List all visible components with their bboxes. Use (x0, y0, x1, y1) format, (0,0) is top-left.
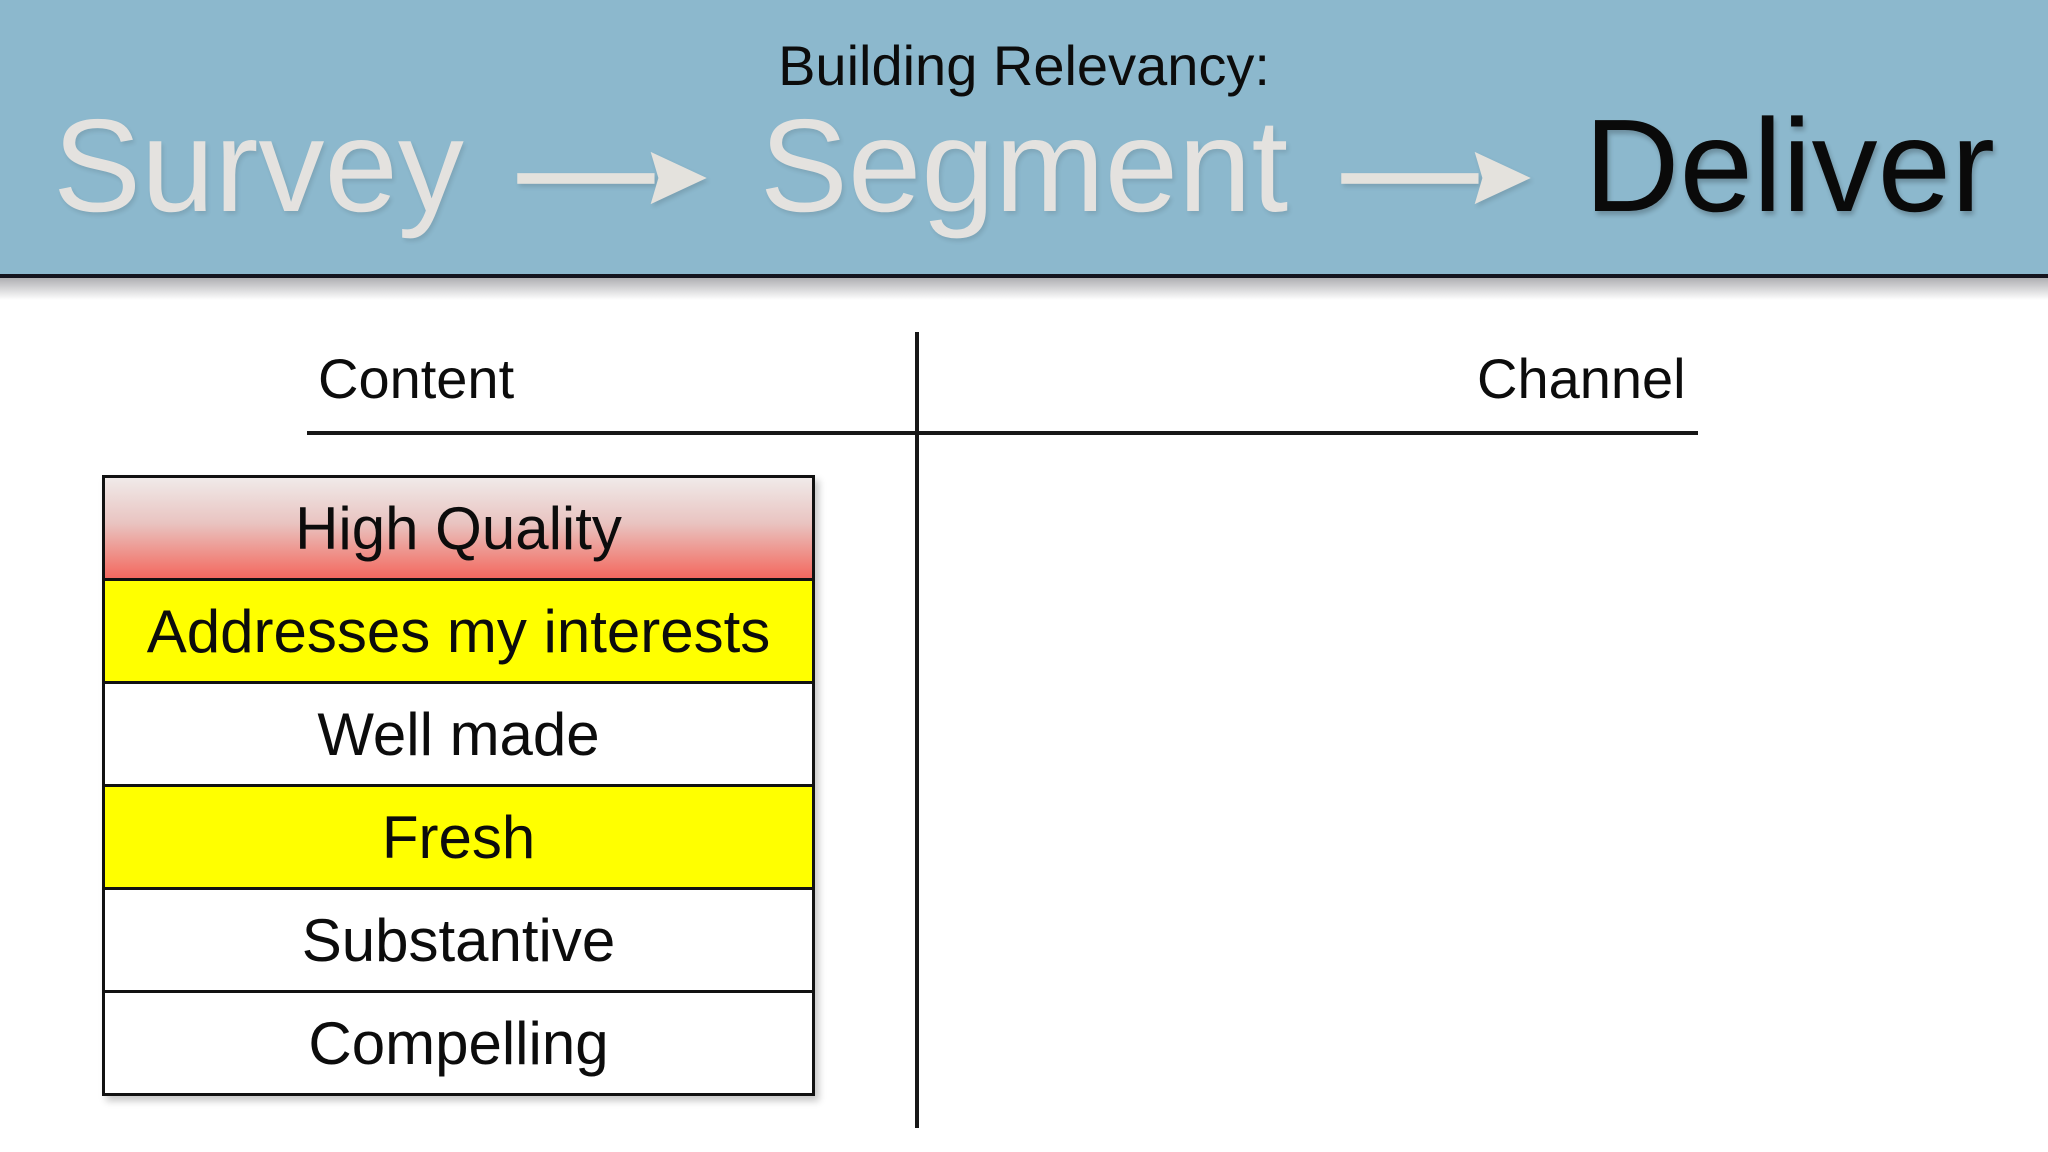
process-flow: Survey Segment Deliver (0, 82, 2048, 250)
column-underline (307, 431, 1698, 435)
process-step-deliver: Deliver (1584, 92, 1995, 240)
table-row: Fresh (105, 787, 812, 890)
table-row: Compelling (105, 993, 812, 1093)
column-header-channel: Channel (1477, 347, 1686, 410)
row-label: Well made (317, 700, 600, 768)
content-table: High Quality Addresses my interests Well… (102, 475, 815, 1096)
row-label: Substantive (301, 906, 616, 974)
column-divider (915, 332, 919, 1128)
table-row: Substantive (105, 890, 812, 993)
column-header-content: Content (318, 347, 515, 410)
row-label: Compelling (308, 1009, 609, 1077)
row-label: High Quality (295, 494, 622, 562)
arrow-right-icon (517, 151, 707, 205)
arrow-right-icon (1341, 151, 1531, 205)
process-step-segment: Segment (759, 92, 1289, 240)
table-row: Addresses my interests (105, 581, 812, 684)
row-label: Addresses my interests (146, 597, 771, 665)
table-row: High Quality (105, 478, 812, 581)
row-label: Fresh (381, 803, 536, 871)
header-band: Building Relevancy: Survey Segment Deliv… (0, 0, 2048, 300)
table-row: Well made (105, 684, 812, 787)
slide-title: Building Relevancy: (778, 34, 1270, 97)
process-step-survey: Survey (53, 92, 464, 240)
